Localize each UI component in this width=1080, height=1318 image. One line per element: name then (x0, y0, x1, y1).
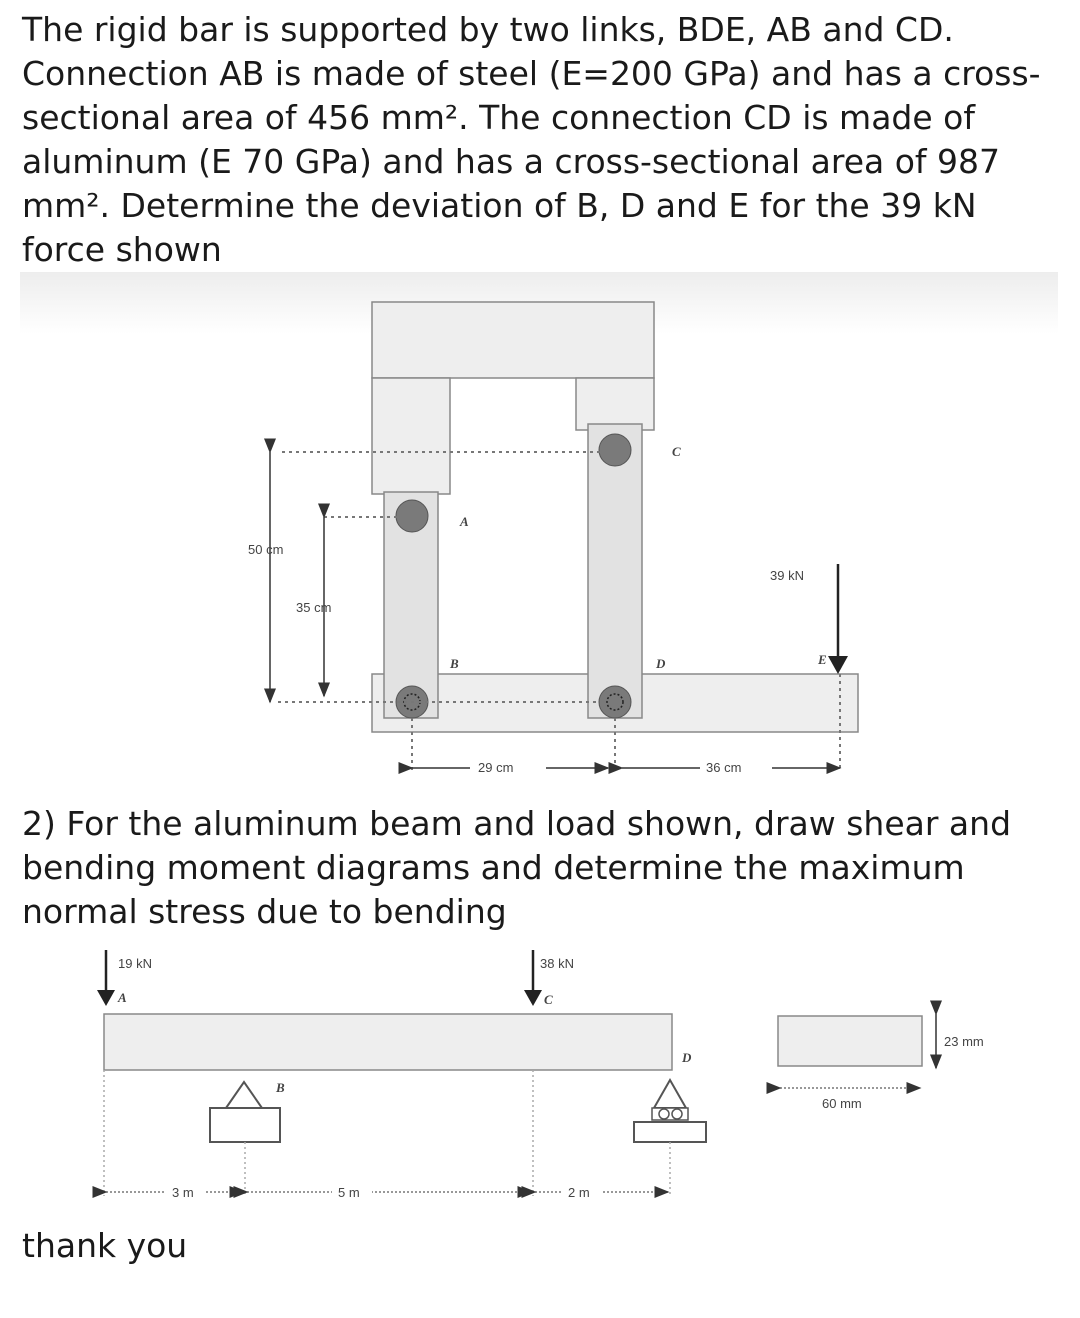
problem-2-text: 2) For the aluminum beam and load shown,… (22, 804, 1012, 931)
dim-5m: 5 m (338, 1185, 360, 1200)
beam-cross-section (777, 1015, 923, 1067)
pin-d (598, 685, 632, 719)
load-38kn-label: 38 kN (540, 956, 574, 971)
beam-figure: 19 kN A 38 kN C B D 3 m 5 m 2 m 23 mm 60… (92, 950, 984, 1200)
load-39kn-label: 39 kN (770, 568, 804, 583)
dim-2m: 2 m (568, 1185, 590, 1200)
roller-support-d (652, 1077, 688, 1109)
link-cd (587, 423, 643, 719)
section-height-label: 23 mm (944, 1034, 984, 1049)
label-a: A (459, 514, 469, 529)
dim-3m: 3 m (172, 1185, 194, 1200)
label-b: B (449, 656, 459, 671)
dim-29cm: 29 cm (478, 760, 513, 775)
beam-label-c: C (544, 992, 553, 1007)
beam-label-a: A (117, 990, 127, 1005)
problem-1-text: The rigid bar is supported by two links,… (22, 10, 1041, 269)
dim-35cm: 35 cm (296, 600, 331, 615)
pin-c (598, 433, 632, 467)
label-c: C (672, 444, 681, 459)
dim-36cm: 36 cm (706, 760, 741, 775)
beam-label-b: B (275, 1080, 285, 1095)
link-bar-figure: 50 cm 35 cm A C B D E 39 kN 29 cm 36 cm (20, 272, 1058, 776)
fixed-support (371, 301, 655, 379)
load-19kn-label: 19 kN (118, 956, 152, 971)
beam-label-d: D (681, 1050, 692, 1065)
hanger-left (371, 377, 451, 495)
pin-support-b (224, 1080, 264, 1109)
dim-50cm: 50 cm (248, 542, 283, 557)
hanger-right (575, 377, 655, 431)
closing-text: thank you (22, 1226, 188, 1265)
label-d: D (655, 656, 666, 671)
section-width-label: 60 mm (822, 1096, 862, 1111)
pin-a (395, 499, 429, 533)
aluminum-beam (103, 1013, 673, 1071)
label-e: E (817, 652, 827, 667)
